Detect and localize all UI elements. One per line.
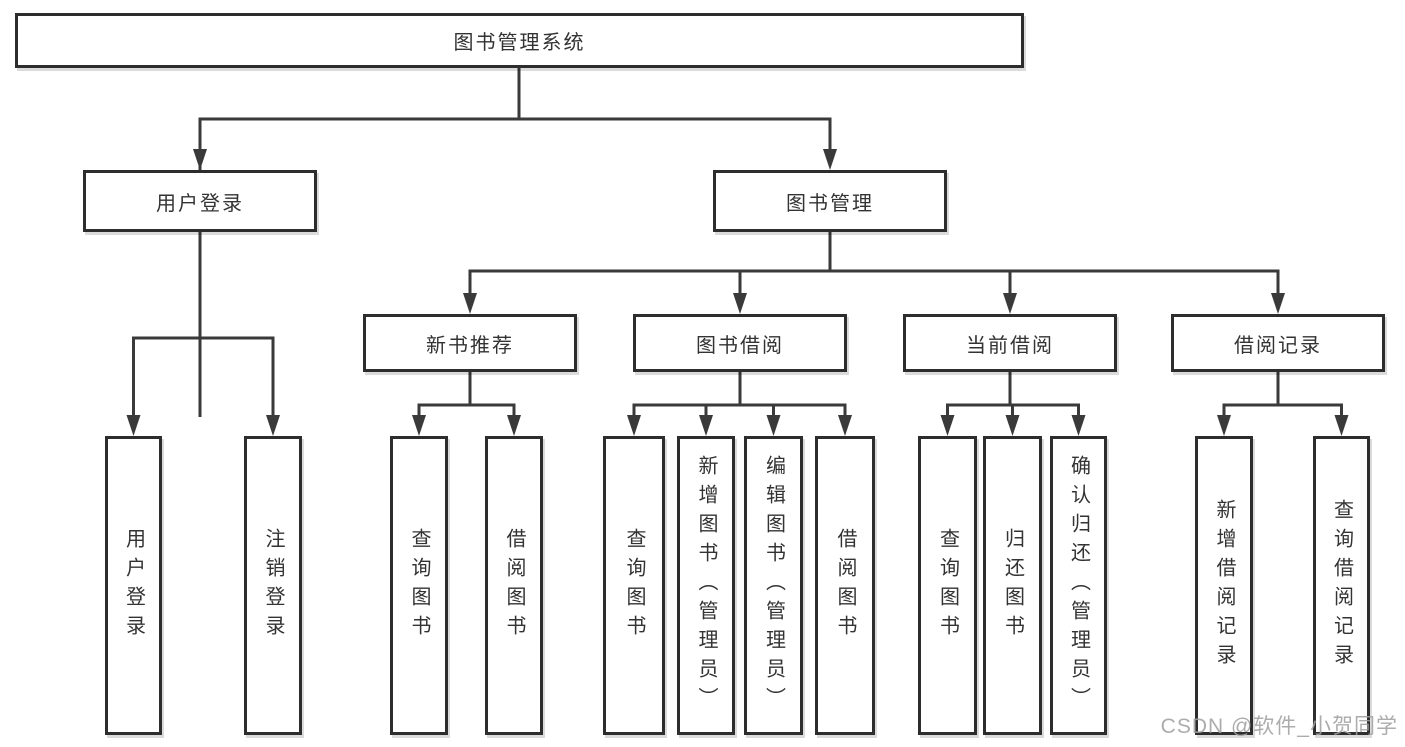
leaf-node-current-query-book: 查询图书 bbox=[918, 436, 977, 735]
branch-node-user-login: 用户登录 bbox=[83, 170, 317, 232]
leaf-node-record-add-borrow-record: 新增借阅记录 bbox=[1195, 436, 1253, 735]
leaf-node-borrow-add-book-admin: 新增图书（管理员） bbox=[677, 436, 735, 735]
leaf-node-user-login: 用户登录 bbox=[105, 436, 162, 735]
section-node-book-borrow: 图书借阅 bbox=[633, 314, 847, 372]
root-node-library-system: 图书管理系统 bbox=[15, 13, 1024, 68]
leaf-node-current-confirm-return-admin: 确认归还（管理员） bbox=[1050, 436, 1107, 735]
leaf-node-record-query-borrow-record: 查询借阅记录 bbox=[1313, 436, 1370, 735]
leaf-node-current-return-book: 归还图书 bbox=[983, 436, 1042, 735]
section-node-new-book-recommend: 新书推荐 bbox=[363, 314, 577, 372]
csdn-watermark: CSDN @软件_小贺同学 bbox=[1160, 715, 1398, 738]
section-node-borrow-record: 借阅记录 bbox=[1171, 314, 1385, 372]
leaf-node-logout: 注销登录 bbox=[244, 436, 302, 735]
branch-node-book-management: 图书管理 bbox=[713, 170, 947, 232]
section-node-current-borrow: 当前借阅 bbox=[903, 314, 1117, 372]
leaf-node-newbook-borrow-book: 借阅图书 bbox=[485, 436, 543, 735]
leaf-node-newbook-query-book: 查询图书 bbox=[390, 436, 448, 735]
leaf-node-borrow-edit-book-admin: 编辑图书（管理员） bbox=[744, 436, 803, 735]
leaf-node-borrow-query-book: 查询图书 bbox=[603, 436, 665, 735]
leaf-node-borrow-borrow-book: 借阅图书 bbox=[815, 436, 875, 735]
arrowheads bbox=[126, 149, 1349, 436]
